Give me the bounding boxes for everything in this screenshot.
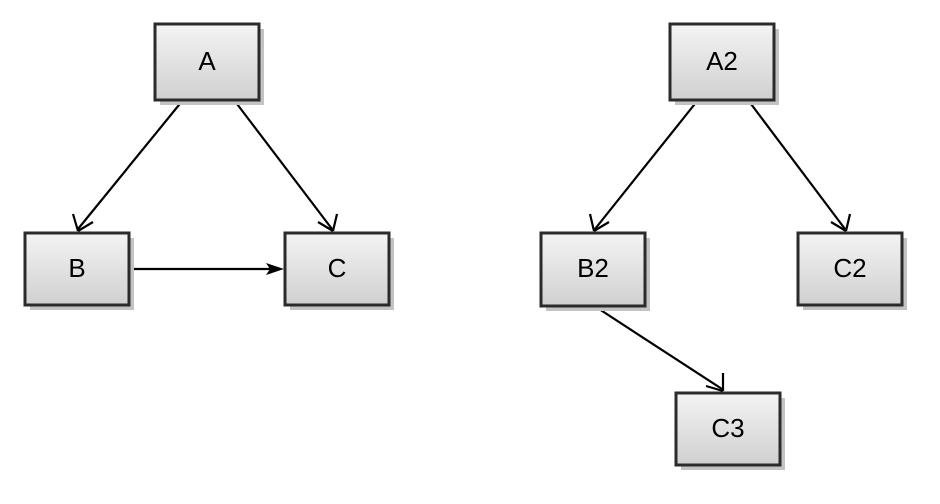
edge-a-to-b[interactable] xyxy=(71,99,184,232)
node-box xyxy=(539,231,647,308)
node-a2[interactable]: A2 xyxy=(668,22,779,105)
node-b[interactable]: B xyxy=(23,231,134,310)
edge-line xyxy=(747,99,846,230)
node-c[interactable]: C xyxy=(283,231,394,310)
node-box xyxy=(283,231,391,307)
node-box xyxy=(153,22,261,102)
node-c2[interactable]: C2 xyxy=(796,231,907,310)
node-a[interactable]: A xyxy=(153,22,264,105)
edge-a-to-c[interactable] xyxy=(233,99,339,232)
node-box xyxy=(668,22,776,102)
arrowhead-icon xyxy=(317,213,339,232)
graph-left: A B C xyxy=(23,22,394,310)
edge-a2-to-b2[interactable] xyxy=(588,99,699,232)
edge-line xyxy=(594,99,699,230)
node-box xyxy=(23,231,131,307)
edge-line xyxy=(233,99,333,230)
arrowhead-icon xyxy=(588,213,610,232)
arrowhead-icon xyxy=(705,373,725,393)
edge-line xyxy=(595,306,723,390)
edge-b2-to-c3[interactable] xyxy=(595,306,725,393)
edge-a2-to-c2[interactable] xyxy=(747,99,852,232)
node-c3[interactable]: C3 xyxy=(674,391,785,470)
arrowhead-icon xyxy=(71,213,94,232)
edge-line xyxy=(77,99,184,230)
arrowhead-icon xyxy=(266,263,284,275)
graph-right: A2 B2 C2 C3 xyxy=(539,22,907,470)
node-box xyxy=(674,391,782,467)
arrowhead-icon xyxy=(830,213,852,232)
node-box xyxy=(796,231,904,307)
node-b2[interactable]: B2 xyxy=(539,231,650,311)
edge-b-to-c[interactable] xyxy=(130,263,284,275)
